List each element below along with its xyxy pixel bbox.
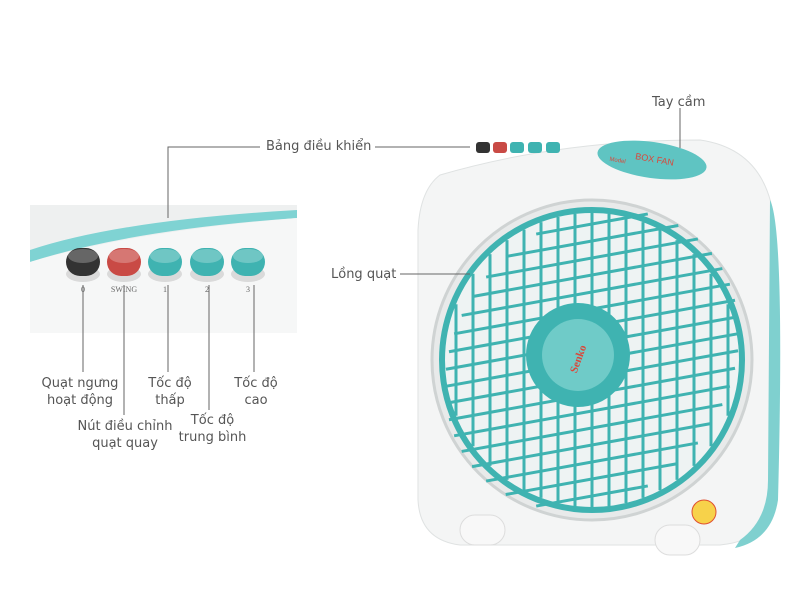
top-button-swing[interactable] (493, 142, 507, 153)
callout-handle: Tay cầm (652, 95, 706, 110)
leader-lines (82, 108, 681, 415)
button-highlight (233, 249, 263, 263)
button-highlight (192, 249, 222, 263)
callout-fan-cage: Lồng quạt (331, 267, 397, 282)
button-highlight (109, 249, 139, 263)
box-fan (417, 139, 781, 556)
top-button-stop[interactable] (476, 142, 490, 153)
panel-button-speed-2[interactable] (190, 248, 224, 276)
top-button-speed-2[interactable] (528, 142, 542, 153)
top-button-speed-1[interactable] (510, 142, 524, 153)
panel-button-speed-1[interactable] (148, 248, 182, 276)
top-button-speed-3[interactable] (546, 142, 560, 153)
panel-button-stop[interactable] (66, 248, 100, 276)
control-panel-closeup (30, 205, 297, 333)
button-highlight (68, 249, 98, 263)
panel-button-speed-3[interactable] (231, 248, 265, 276)
button-highlight (150, 249, 180, 263)
panel-button-swing[interactable] (107, 248, 141, 276)
callout-control-panel: Bảng điều khiển (266, 139, 372, 154)
